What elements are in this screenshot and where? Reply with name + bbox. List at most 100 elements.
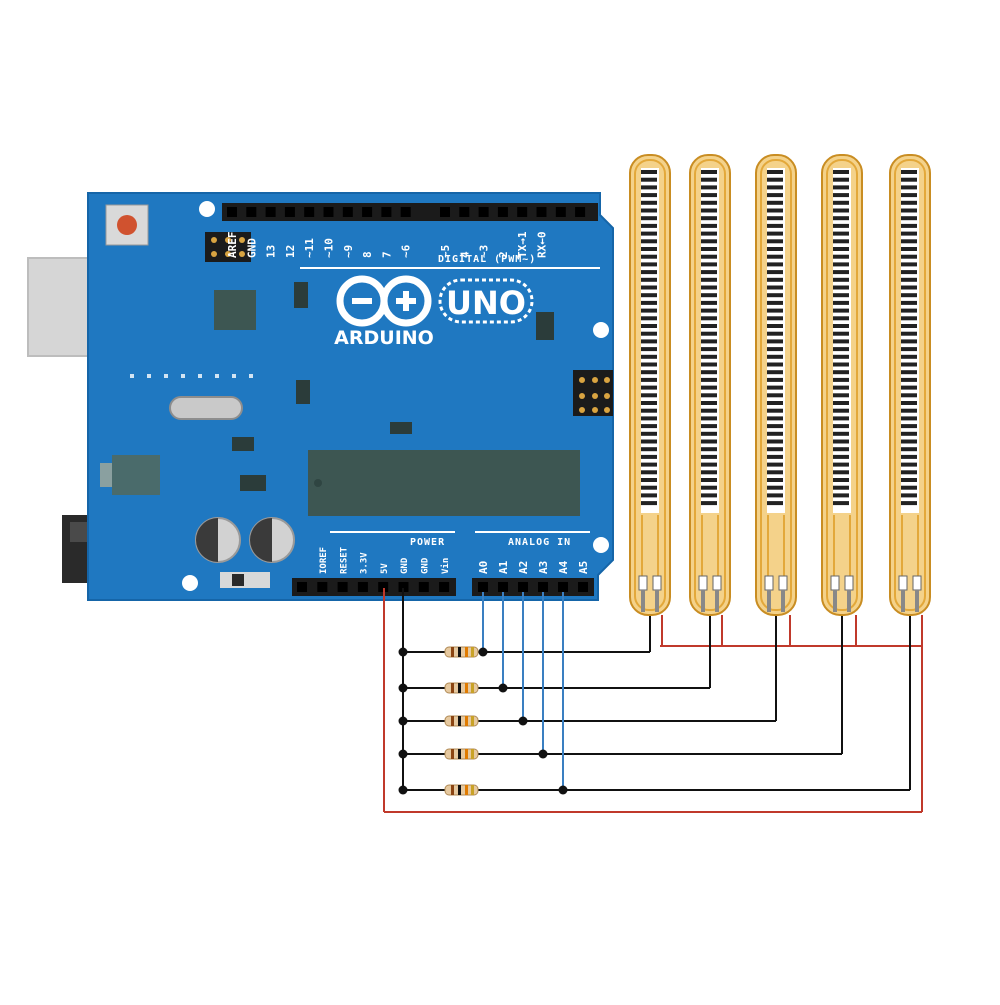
header-hole (497, 207, 508, 217)
analog-pin-label: A4 (557, 560, 570, 574)
digital-pin-label: RX←0 (536, 232, 549, 259)
junction-dot (478, 647, 488, 657)
analog-pin-label: A0 (477, 561, 490, 574)
silk-dot (147, 374, 151, 378)
reset-button[interactable] (105, 204, 149, 246)
silk-dot (232, 374, 236, 378)
icsp-header-2 (573, 370, 613, 416)
digital-pin-label: 7 (380, 251, 393, 258)
power-pin-label: 3.3V (360, 552, 370, 574)
icsp-header-1 (205, 232, 251, 262)
power-header-label: POWER (410, 537, 445, 548)
header-hole (459, 207, 470, 217)
resistor (444, 682, 479, 694)
header-hole (478, 207, 489, 217)
analog-header (472, 578, 594, 596)
junction-dot (398, 749, 408, 759)
header-hole (265, 207, 276, 217)
header-hole (297, 582, 307, 592)
digital-pin-label: 12 (284, 245, 297, 258)
atmega-microcontroller (308, 450, 580, 516)
header-hole (575, 207, 586, 217)
header-hole (440, 207, 450, 217)
analog-pin-label: A1 (497, 560, 510, 574)
resistor (444, 715, 479, 727)
silk-dot (130, 374, 134, 378)
mount-hole (182, 575, 198, 591)
header-hole (284, 207, 295, 217)
header-hole (518, 582, 528, 592)
resistor (444, 748, 479, 760)
power-pin-label: Vin (440, 558, 451, 574)
mount-hole (593, 537, 609, 553)
silk-dot (249, 374, 253, 378)
silk-dot (181, 374, 185, 378)
junction-dot (398, 785, 408, 795)
header-hole (362, 207, 373, 217)
header-hole (378, 582, 389, 592)
resistor-array (444, 646, 479, 796)
power-pin-label: GND (421, 557, 431, 574)
header-hole (498, 582, 508, 592)
header-hole (538, 582, 548, 592)
digital-pin-label: ~6 (400, 244, 413, 258)
analog-pin-label: A3 (537, 561, 550, 574)
junction-dot (518, 716, 528, 726)
smd-component (232, 574, 244, 586)
flex-sensor (755, 154, 797, 616)
junction-dot (538, 749, 548, 759)
analog-pin-label: A2 (517, 561, 530, 574)
smd-component (536, 312, 554, 340)
regulator-tab (100, 463, 112, 487)
smd-component (240, 475, 266, 491)
header-hole (536, 207, 547, 217)
power-pin-label: 5V (380, 563, 390, 574)
header-hole (337, 582, 348, 592)
board-brand: ARDUINO (334, 327, 434, 349)
resistor (444, 646, 479, 658)
smd-component (232, 437, 254, 451)
smd-component (220, 572, 270, 588)
digital-pin-label: 4 (458, 251, 471, 258)
power-pin-label: IOREF (319, 547, 329, 574)
header-hole (478, 582, 488, 592)
capacitor (249, 517, 295, 563)
header-hole (381, 207, 392, 217)
flex-sensor (821, 154, 863, 616)
junction-dot (498, 683, 508, 693)
header-hole (317, 582, 328, 592)
silk-dot (164, 374, 168, 378)
digital-pin-label: ~10 (323, 238, 336, 258)
junction-dot (398, 647, 408, 657)
flex-sensor (629, 154, 671, 616)
header-hole (517, 207, 528, 217)
junction-dot (398, 716, 408, 726)
digital-pin-label: ~9 (342, 245, 355, 258)
board-model: UNO (446, 284, 526, 322)
digital-pin-label: 13 (265, 245, 278, 258)
power-pin-label: RESET (339, 546, 349, 574)
mount-hole (199, 201, 215, 217)
smd-component (296, 380, 310, 404)
header-hole (323, 207, 334, 217)
digital-pin-label: GND (245, 238, 258, 258)
digital-pin-label: TX→1 (516, 231, 529, 258)
infinity-plus-minus-icon (336, 275, 432, 327)
wire-junctions (398, 647, 568, 795)
flex-sensor-array (629, 154, 931, 616)
header-hole (246, 207, 257, 217)
header-hole (357, 582, 368, 592)
reset-button-cap[interactable] (117, 215, 137, 235)
digital-pin-label: ~3 (478, 245, 491, 258)
analog-header-label: ANALOG IN (508, 537, 571, 548)
header-hole (342, 207, 353, 217)
header-hole (304, 207, 315, 217)
silk-dot (215, 374, 219, 378)
junction-dot (398, 683, 408, 693)
header-hole (555, 207, 566, 217)
mount-hole (593, 322, 609, 338)
chip-notch (314, 479, 322, 487)
header-hole (418, 582, 429, 592)
